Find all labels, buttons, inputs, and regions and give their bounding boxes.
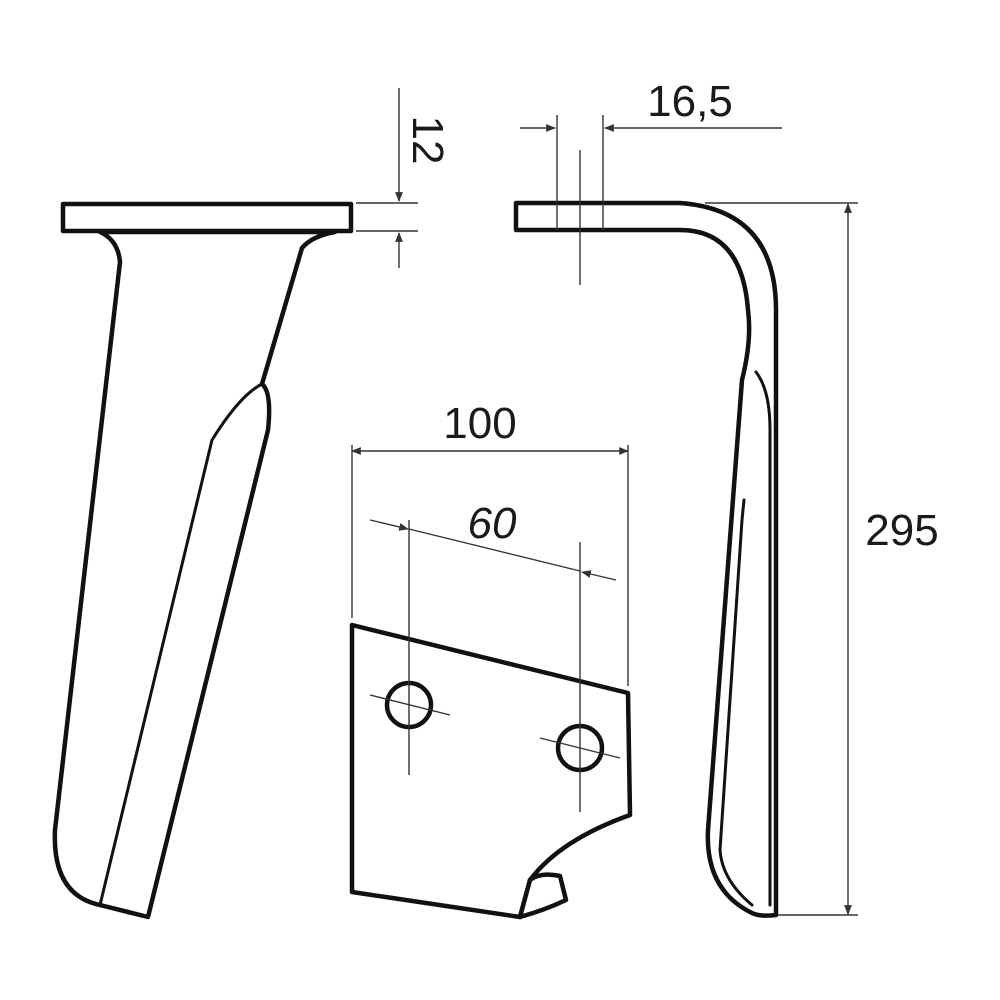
bolt-hole-left-centerline-horizontal — [369, 694, 451, 716]
plate-width-label: 100 — [443, 399, 516, 448]
side-profile-view: 16,5 295 — [513, 77, 939, 918]
front-view — [52, 201, 354, 920]
mounting-plate-outline — [349, 622, 633, 920]
side-profile-blade-body — [513, 200, 779, 918]
bend-offset-label: 16,5 — [647, 77, 733, 126]
front-view-mounting-flange — [60, 201, 354, 234]
front-view-blade-edge-line — [98, 382, 264, 907]
side-profile-inner-edge — [754, 370, 772, 907]
bolt-spacing-label: 60 — [468, 499, 517, 548]
bolt-spacing-dimension-line-mid — [408, 528, 581, 572]
bolt-hole-right-centerline-horizontal — [539, 737, 621, 759]
plate-thickness-label: 12 — [403, 116, 452, 165]
bolt-spacing-dimension-line-left — [369, 519, 409, 531]
mounting-plate-tab — [517, 872, 569, 920]
front-view-blade-body — [52, 229, 338, 920]
total-height-label: 295 — [865, 506, 938, 555]
plate-thickness-dimension: 12 — [356, 88, 452, 268]
mounting-plate-detail: 100 60 — [349, 399, 633, 920]
side-profile-bevel-line — [718, 498, 754, 907]
bolt-spacing-dimension-line-right — [581, 570, 617, 581]
